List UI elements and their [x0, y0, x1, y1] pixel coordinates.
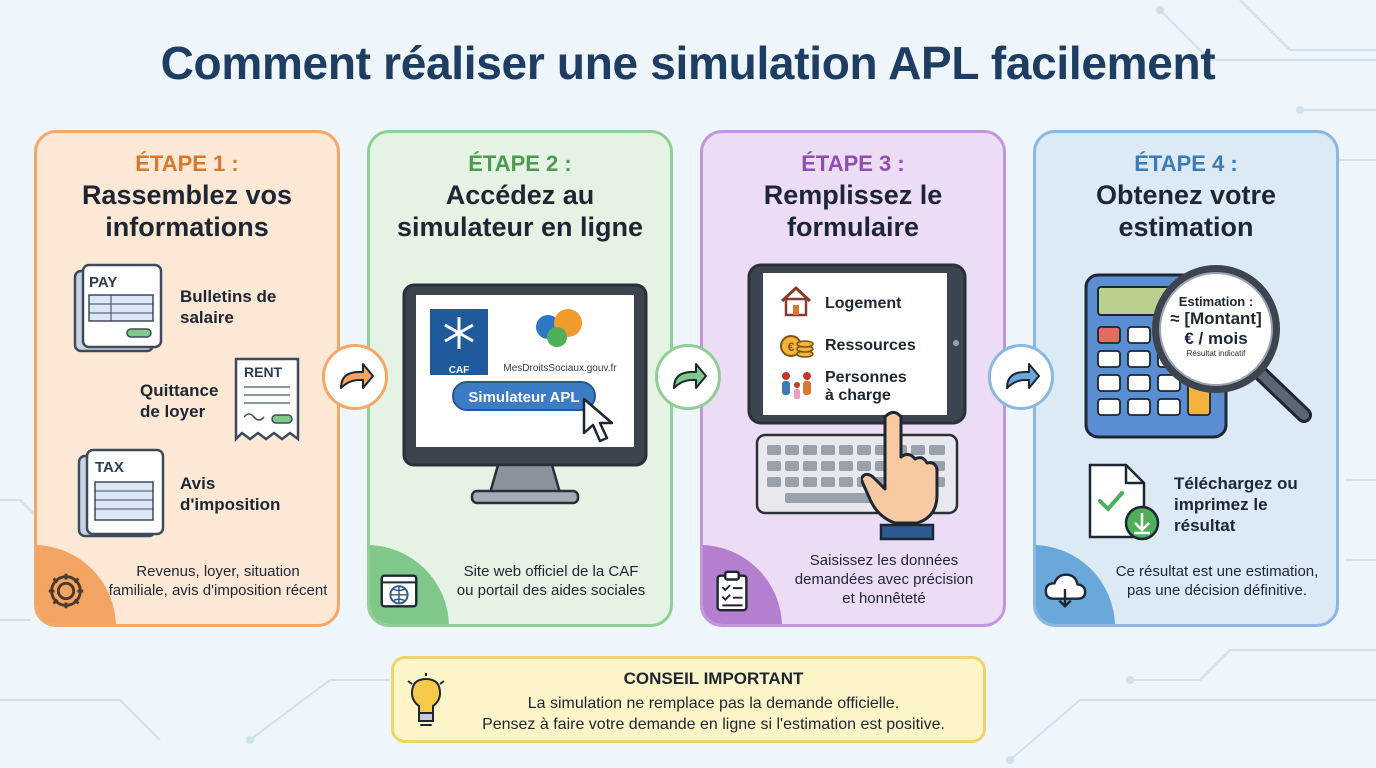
step-title: Rassemblez vos informations — [81, 180, 293, 242]
tax-notice-icon: TAX — [77, 448, 165, 538]
step-title: Accédez au simulateur en ligne — [396, 180, 644, 242]
curved-arrow-icon — [340, 363, 374, 389]
payslip-document-icon: PAY — [73, 263, 163, 353]
doc-tag: RENT — [244, 364, 283, 380]
rent-receipt-icon: RENT — [234, 357, 300, 443]
doc-label-payslip: Bulletins de salaire — [180, 287, 277, 327]
step-footnote: Saisissez les données demandées avec pré… — [794, 552, 974, 607]
step-label: ÉTAPE 2 : — [468, 151, 572, 176]
doc-tag: PAY — [89, 274, 117, 291]
field-label: Ressources — [825, 337, 916, 354]
step-title: Remplissez le formulaire — [763, 180, 943, 242]
magnifying-glass-icon — [1152, 265, 1312, 423]
field-label: Personnes à charge — [825, 369, 907, 404]
step-2-card: ÉTAPE 2 : Accédez au simulateur en ligne… — [367, 130, 673, 627]
step-footnote: Site web officiel de la CAF ou portail d… — [456, 563, 646, 599]
mouse-cursor-icon — [582, 397, 614, 443]
doc-label-rent: Quittance de loyer — [140, 381, 219, 421]
step-label: ÉTAPE 1 : — [135, 151, 239, 176]
next-step-arrow-3 — [988, 344, 1054, 410]
step-1-card: ÉTAPE 1 : Rassemblez vos informations PA… — [34, 130, 340, 627]
clipboard-icon — [716, 570, 748, 612]
step-label: ÉTAPE 3 : — [801, 151, 905, 176]
tip-title: CONSEIL IMPORTANT — [623, 669, 804, 688]
download-document-icon — [1088, 463, 1160, 541]
step-4-card: ÉTAPE 4 : Obtenez votre estimation Estim… — [1033, 130, 1339, 627]
house-icon — [780, 285, 812, 317]
doc-label-tax: Avis d'imposition — [180, 474, 281, 514]
step-footnote: Ce résultat est une estimation, pas une … — [1115, 563, 1319, 599]
next-step-arrow-1 — [322, 344, 388, 410]
estimation-lens-text: Estimation : ≈ [Montant] € / mois Résult… — [1170, 294, 1262, 358]
coins-icon: € — [780, 335, 814, 358]
pointing-hand-icon — [861, 410, 939, 541]
lightbulb-icon — [407, 673, 445, 726]
cloud-download-icon — [1044, 573, 1087, 609]
tip-line-1: La simulation ne remplace pas la demande… — [527, 695, 900, 712]
page-title: Comment réaliser une simulation APL faci… — [160, 37, 1216, 89]
field-label: Logement — [825, 295, 902, 312]
simulator-apl-button[interactable]: Simulateur APL — [452, 381, 596, 411]
step-3-card: ÉTAPE 3 : Remplissez le formulaire Logem… — [700, 130, 1006, 627]
download-label: Téléchargez ou imprimez le résultat — [1174, 474, 1298, 535]
gear-icon — [48, 573, 84, 609]
tip-line-2: Pensez à faire votre demande en ligne si… — [482, 716, 945, 733]
curved-arrow-icon — [673, 363, 707, 389]
caf-logo-text: CAF — [449, 365, 470, 376]
curved-arrow-icon — [1006, 363, 1040, 389]
family-icon — [782, 372, 811, 399]
doc-tag: TAX — [95, 459, 124, 476]
globe-icon — [380, 574, 418, 608]
important-tip-box: CONSEIL IMPORTANT La simulation ne rempl… — [391, 656, 986, 743]
step-footnote: Revenus, loyer, situation familiale, avi… — [108, 563, 328, 599]
svg-text:€: € — [788, 340, 795, 354]
portal-name: MesDroitsSociaux.gouv.fr — [503, 363, 617, 374]
step-title: Obtenez votre estimation — [1095, 180, 1277, 242]
next-step-arrow-2 — [655, 344, 721, 410]
family-logo-icon — [536, 309, 582, 347]
step-label: ÉTAPE 4 : — [1134, 151, 1238, 176]
